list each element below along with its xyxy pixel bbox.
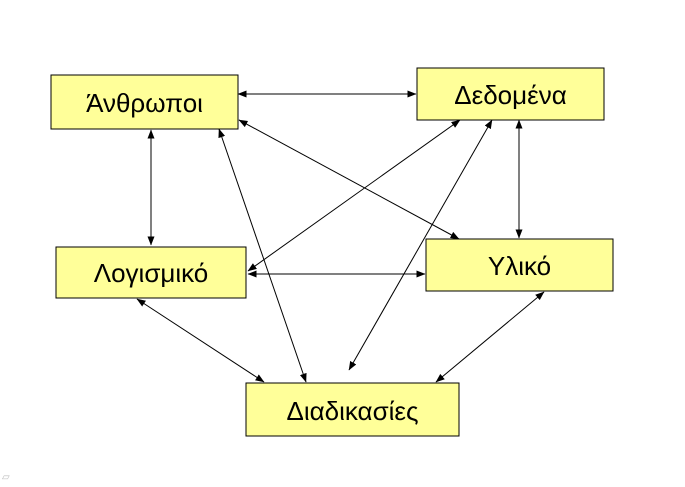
edge-anthropoi-yliko bbox=[238, 119, 460, 240]
node-logismiko-box bbox=[55, 246, 247, 299]
node-dedomena: Δεδομένα bbox=[416, 67, 605, 121]
node-yliko-label: Υλικό bbox=[488, 251, 551, 281]
edge-logismiko-diadikasies bbox=[136, 298, 265, 383]
nodes-layer: Άνθρωποι Δεδομένα Λογισμικό Υλικό Διαδικ… bbox=[50, 67, 614, 437]
edge-yliko-diadikasies bbox=[435, 291, 545, 383]
node-anthropoi: Άνθρωποι bbox=[50, 74, 239, 130]
node-dedomena-box bbox=[416, 67, 605, 121]
edge-dedomena-diadikasies bbox=[348, 119, 493, 371]
node-logismiko: Λογισμικό bbox=[55, 246, 247, 299]
node-diadikasies-label: Διαδικασίες bbox=[286, 396, 418, 426]
node-yliko: Υλικό bbox=[425, 238, 614, 292]
node-logismiko-label: Λογισμικό bbox=[94, 258, 209, 288]
node-yliko-box bbox=[425, 238, 614, 292]
corner-glyph-icon: ▱ bbox=[2, 472, 10, 483]
node-diadikasies: Διαδικασίες bbox=[245, 382, 460, 437]
edges-layer bbox=[136, 90, 545, 383]
node-anthropoi-label: Άνθρωποι bbox=[86, 88, 203, 118]
node-dedomena-label: Δεδομένα bbox=[454, 80, 567, 110]
node-anthropoi-box bbox=[50, 74, 239, 130]
node-diadikasies-box bbox=[245, 382, 460, 437]
